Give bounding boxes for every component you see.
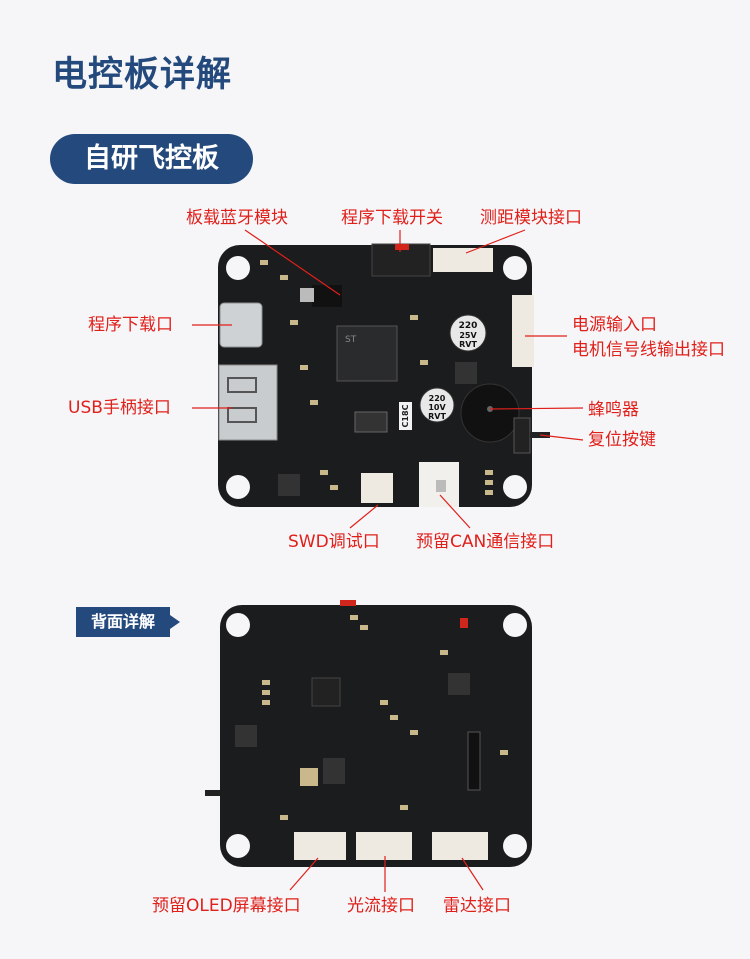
oled-connector [294, 832, 346, 860]
back-detail-tag: 背面详解 [76, 607, 180, 637]
label-can-port: 预留CAN通信接口 [416, 532, 555, 552]
label-bluetooth: 板载蓝牙模块 [186, 208, 288, 228]
label-radar-port: 雷达接口 [443, 896, 511, 916]
label-download-switch: 程序下载开关 [341, 208, 443, 228]
label-oled-port: 预留OLED屏幕接口 [152, 896, 301, 916]
power-connector [512, 295, 534, 367]
bluetooth-chip [312, 285, 342, 307]
label-usb-gamepad: USB手柄接口 [68, 398, 171, 418]
svg-text:10V: 10V [428, 403, 446, 412]
label-swd-port: SWD调试口 [288, 532, 380, 552]
svg-text:RVT: RVT [428, 412, 446, 421]
label-reset-button: 复位按键 [588, 430, 656, 450]
back-board [205, 600, 532, 867]
radar-connector [432, 832, 488, 860]
buzzer [460, 383, 520, 443]
front-board: ST 220 25V RVT 220 10V RVT C18C [218, 243, 550, 507]
back-leader-lines [289, 856, 484, 892]
svg-text:25V: 25V [459, 331, 477, 340]
reset-button [513, 417, 531, 454]
label-ranging-port: 测距模块接口 [480, 208, 582, 228]
usb-a-port [218, 364, 278, 441]
c18c-mark: C18C [401, 404, 410, 427]
optical-flow-connector [356, 832, 412, 860]
swd-connector [361, 473, 393, 503]
label-motor-output: 电机信号线输出接口 [572, 340, 725, 360]
section-badge: 自研飞控板 [50, 134, 253, 184]
label-optical-flow-port: 光流接口 [347, 896, 415, 916]
svg-text:ST: ST [345, 335, 357, 345]
front-leader-lines [192, 229, 584, 529]
page-title: 电控板详解 [52, 55, 233, 95]
label-power-input: 电源输入口 [572, 315, 657, 335]
label-buzzer: 蜂鸣器 [588, 400, 639, 420]
svg-text:RVT: RVT [459, 340, 477, 349]
cap-label-1: 220 [459, 321, 478, 331]
mcu-chip [336, 325, 398, 382]
ranging-connector [433, 248, 493, 272]
svg-text:220: 220 [429, 394, 446, 403]
label-download-port: 程序下载口 [88, 315, 173, 335]
